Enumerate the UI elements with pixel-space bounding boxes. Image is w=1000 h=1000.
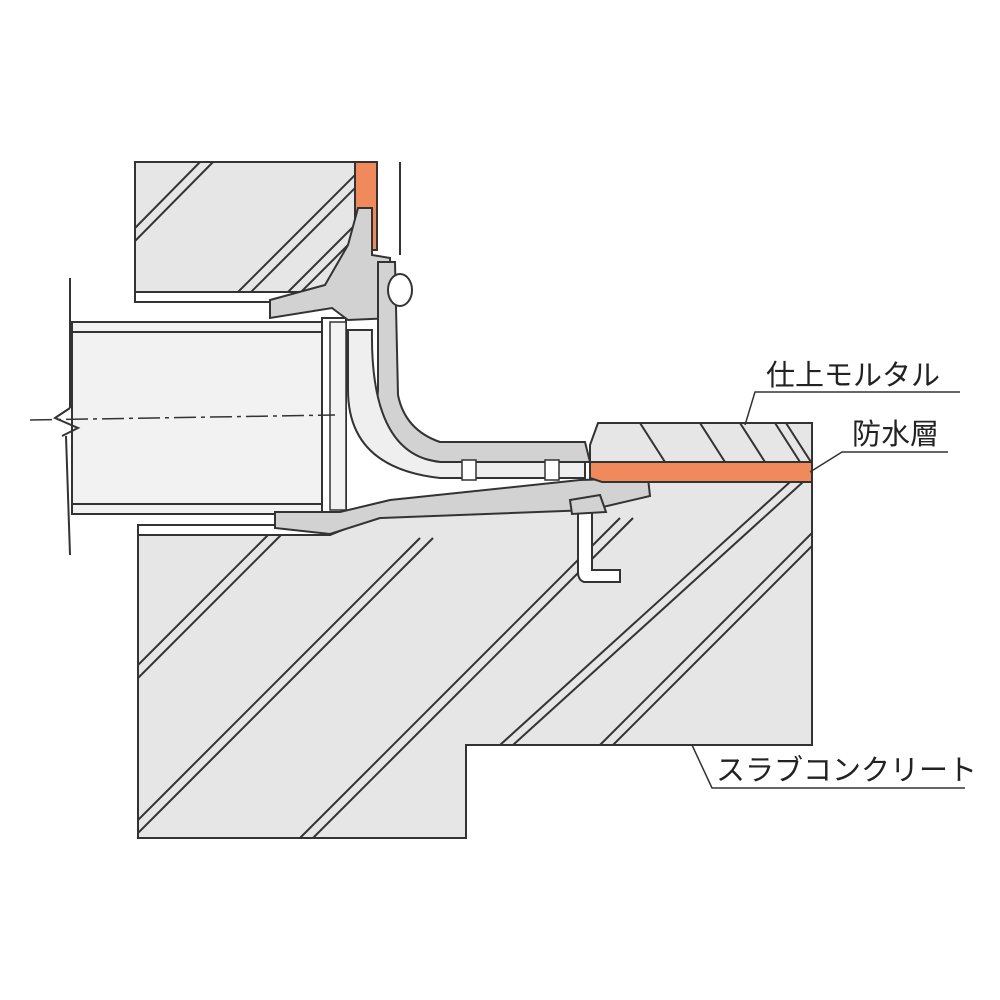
break-zigzag — [52, 407, 81, 437]
hatch-line — [499, 482, 791, 746]
slab-concrete — [137, 481, 813, 839]
wall-hatching — [135, 162, 355, 298]
finish-mortar — [589, 422, 813, 463]
centerline-icon — [29, 414, 336, 421]
hatch-line — [785, 423, 812, 462]
hatch-line — [135, 162, 201, 229]
slab-hatching — [138, 482, 812, 838]
wall-concrete — [134, 161, 356, 300]
hatch-line — [512, 482, 804, 746]
drain-upper-fitting — [269, 207, 394, 322]
bolt-head-icon — [387, 273, 413, 307]
wall-concrete-body — [134, 161, 356, 300]
label-slab-concrete: スラブコンクリート — [716, 753, 977, 787]
leader-waterproof-layer — [809, 451, 948, 473]
break-line-icon — [52, 278, 81, 556]
hatch-line — [249, 224, 355, 298]
hatch-line — [774, 423, 801, 462]
hatch-line — [599, 532, 812, 746]
break-line-bottom — [65, 435, 71, 556]
hatch-line — [299, 517, 621, 838]
hatch-line — [135, 162, 214, 242]
hatch-line — [138, 534, 282, 679]
hatch-line — [138, 537, 434, 834]
horizontal-pipe — [71, 317, 347, 515]
hatch-line — [739, 423, 766, 462]
leader-slab-concrete — [691, 744, 965, 789]
hatch-line — [262, 237, 355, 298]
mortar-hatching — [639, 423, 812, 462]
anchor-hook — [577, 504, 621, 583]
hatch-line — [138, 534, 269, 666]
horizontal-waterproof-layer — [589, 461, 813, 483]
drain-elbow-inner — [347, 329, 586, 479]
strainer-rib — [544, 459, 560, 481]
hatch-line — [138, 537, 421, 821]
label-waterproof-layer: 防水層 — [852, 417, 939, 451]
hatch-line — [699, 423, 726, 462]
hatch-line — [612, 545, 812, 746]
leader-lines — [691, 391, 965, 789]
label-finish-mortar: 仕上モルタル — [766, 358, 940, 392]
hatch-line — [639, 423, 666, 462]
pipe-end-lip — [329, 321, 347, 511]
leader-finish-mortar — [744, 391, 960, 426]
anchor-clip — [568, 493, 608, 516]
hatch-line — [135, 162, 355, 298]
strainer-rib — [461, 459, 477, 481]
hatch-line — [147, 162, 355, 298]
drain-lower-fitting — [274, 476, 652, 536]
